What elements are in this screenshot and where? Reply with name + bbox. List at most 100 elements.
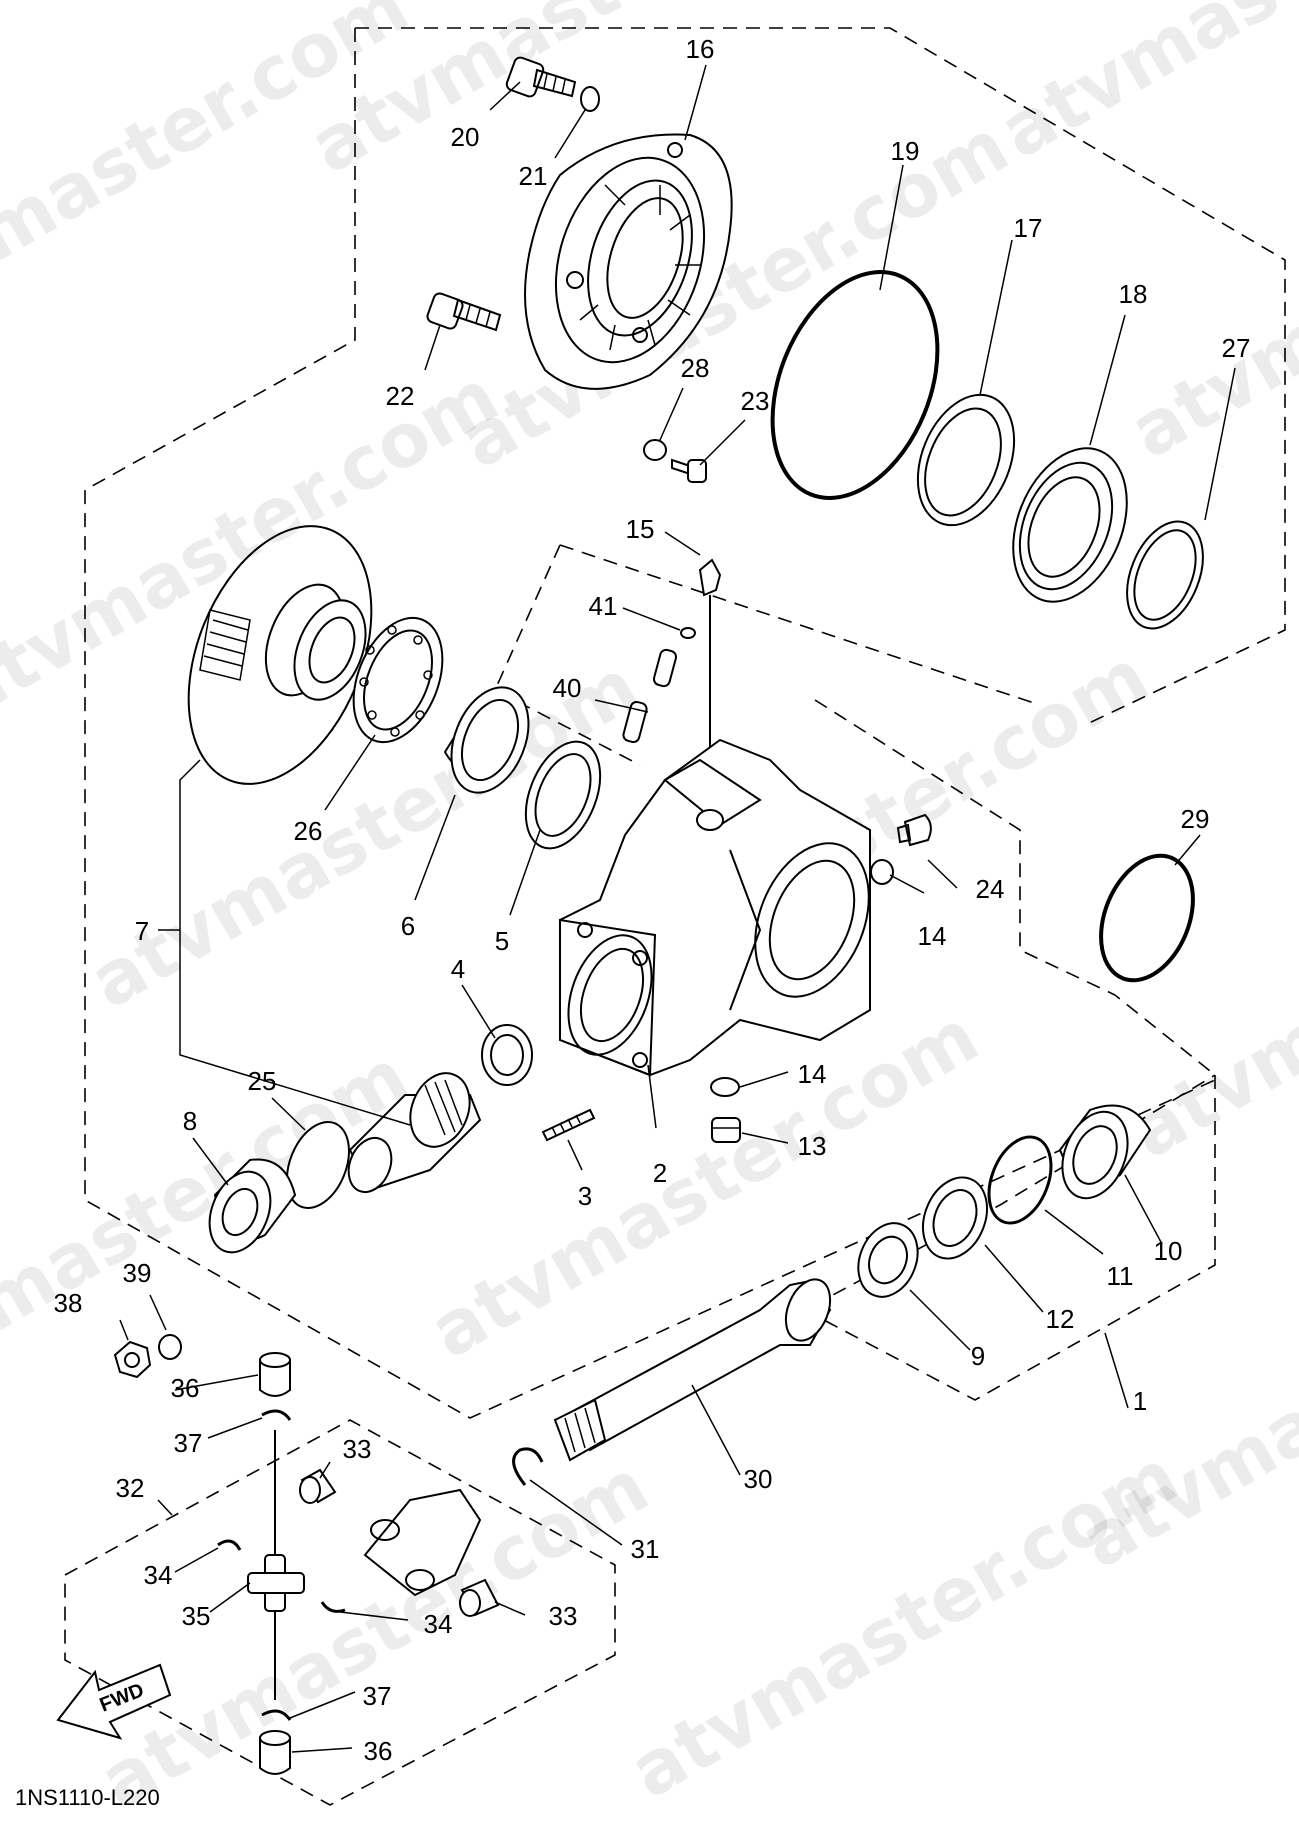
part-14-gasket-upper bbox=[870, 859, 894, 885]
part-17-oil-seal bbox=[916, 393, 1016, 527]
callout-23: 23 bbox=[741, 386, 770, 416]
callout-16: 16 bbox=[686, 34, 715, 64]
part-39-washer bbox=[158, 1334, 182, 1360]
part-14-gasket-lower bbox=[710, 1077, 740, 1097]
callout-8: 8 bbox=[183, 1106, 197, 1136]
part-7-ring-gear bbox=[187, 525, 373, 785]
callout-19: 19 bbox=[891, 136, 920, 166]
part-21-washer bbox=[580, 86, 600, 112]
callout-11: 11 bbox=[1107, 1261, 1134, 1291]
callout-15: 15 bbox=[626, 514, 655, 544]
callout-5: 5 bbox=[495, 926, 509, 956]
callout-6: 6 bbox=[401, 911, 415, 941]
cover-assembly-boundary bbox=[84, 27, 1286, 1419]
callout-14-lower: 14 bbox=[798, 1059, 827, 1089]
callout-25: 25 bbox=[248, 1066, 277, 1096]
part-37-circlip-lower bbox=[261, 1709, 292, 1721]
part-34-circlip-right bbox=[320, 1601, 346, 1613]
callout-10: 10 bbox=[1154, 1236, 1183, 1266]
callout-26: 26 bbox=[294, 816, 323, 846]
part-13-drain-plug bbox=[711, 1117, 741, 1143]
part-30-drive-shaft bbox=[553, 1278, 832, 1462]
callout-32: 32 bbox=[116, 1473, 145, 1503]
part-27-shim bbox=[1126, 520, 1204, 630]
callout-30: 30 bbox=[744, 1464, 773, 1494]
callout-17: 17 bbox=[1014, 213, 1043, 243]
housing-group-boundary bbox=[803, 699, 1216, 1401]
part-24-bolt bbox=[896, 813, 932, 847]
part-8-bearing bbox=[208, 1158, 297, 1254]
callout-39: 39 bbox=[123, 1258, 152, 1288]
callout-34-left: 34 bbox=[144, 1560, 173, 1590]
callout-18: 18 bbox=[1119, 279, 1148, 309]
callout-29: 29 bbox=[1181, 804, 1210, 834]
part-4-needle-bearing bbox=[481, 1024, 533, 1086]
callout-33-lower: 33 bbox=[549, 1601, 578, 1631]
universal-joint-boundary bbox=[64, 1419, 616, 1806]
callout-14-upper: 14 bbox=[918, 921, 947, 951]
callout-31: 31 bbox=[631, 1534, 660, 1564]
callout-21: 21 bbox=[519, 161, 548, 191]
part-9-oil-seal bbox=[857, 1222, 919, 1298]
part-36-bearing-lower bbox=[259, 1730, 291, 1775]
part-12-bearing bbox=[922, 1176, 988, 1260]
callout-7: 7 bbox=[135, 916, 149, 946]
diagram-code: 1NS1110-L220 bbox=[15, 1785, 160, 1810]
part-33-bearing-lower bbox=[459, 1578, 500, 1617]
part-32-universal-joint-yoke bbox=[363, 1488, 482, 1597]
callout-2: 2 bbox=[653, 1158, 667, 1188]
part-3-stud-bolt bbox=[541, 1108, 596, 1142]
callout-4: 4 bbox=[451, 954, 465, 984]
part-5-oil-seal bbox=[524, 740, 602, 850]
part-6-needle-bearing bbox=[443, 686, 530, 794]
watermark: atvmaster.com bbox=[986, 0, 1299, 176]
part-41-clip bbox=[680, 627, 696, 639]
part-22-bolt bbox=[426, 292, 502, 332]
callout-1: 1 bbox=[1133, 1386, 1147, 1416]
callout-37-upper: 37 bbox=[174, 1428, 203, 1458]
callout-38: 38 bbox=[54, 1288, 83, 1318]
part-40-pins bbox=[622, 648, 678, 744]
part-38-nut bbox=[113, 1340, 152, 1379]
part-2-gear-housing bbox=[559, 738, 871, 1077]
part-36-bearing-upper bbox=[259, 1352, 291, 1397]
callout-24: 24 bbox=[976, 874, 1005, 904]
part-7-drive-pinion bbox=[347, 1072, 482, 1194]
callout-41: 41 bbox=[589, 591, 618, 621]
part-29-o-ring bbox=[1099, 853, 1195, 983]
watermark: atvmaster.com bbox=[616, 1433, 1193, 1816]
part-16-gear-case-cover bbox=[524, 133, 733, 390]
callout-36-lower: 36 bbox=[364, 1736, 393, 1766]
breather-group-boundary bbox=[493, 544, 1041, 766]
callout-labels: 16 20 21 19 17 18 27 22 28 23 15 41 40 2… bbox=[54, 34, 1251, 1766]
callout-40: 40 bbox=[553, 673, 582, 703]
forward-direction-arrow: FWD bbox=[56, 1663, 172, 1740]
leader-lines bbox=[119, 64, 1236, 1753]
callout-12: 12 bbox=[1046, 1304, 1075, 1334]
part-18-bearing bbox=[1012, 447, 1128, 603]
part-28-washer bbox=[643, 439, 667, 461]
part-33-bearing-upper bbox=[299, 1468, 337, 1504]
part-10-bearing-retainer bbox=[1058, 1104, 1152, 1200]
callout-20: 20 bbox=[451, 122, 480, 152]
callout-28: 28 bbox=[681, 353, 710, 383]
part-37-circlip-upper bbox=[261, 1409, 292, 1421]
callout-35: 35 bbox=[182, 1601, 211, 1631]
callout-9: 9 bbox=[971, 1341, 985, 1371]
callout-22: 22 bbox=[386, 381, 415, 411]
callout-37-lower: 37 bbox=[363, 1681, 392, 1711]
part-26-thrust-bearing bbox=[352, 616, 444, 744]
part-31-circlip bbox=[512, 1447, 544, 1486]
callout-36-upper: 36 bbox=[171, 1373, 200, 1403]
part-25-shim bbox=[286, 1120, 350, 1210]
callout-3: 3 bbox=[578, 1181, 592, 1211]
part-23-bolt bbox=[671, 458, 707, 483]
callout-27: 27 bbox=[1222, 333, 1251, 363]
part-35-spider-cross bbox=[247, 1430, 305, 1700]
callout-34-right: 34 bbox=[424, 1609, 453, 1639]
callout-33-upper: 33 bbox=[343, 1434, 372, 1464]
callout-13: 13 bbox=[798, 1131, 827, 1161]
part-11-o-ring bbox=[987, 1135, 1053, 1225]
part-34-circlip-left bbox=[217, 1539, 242, 1551]
